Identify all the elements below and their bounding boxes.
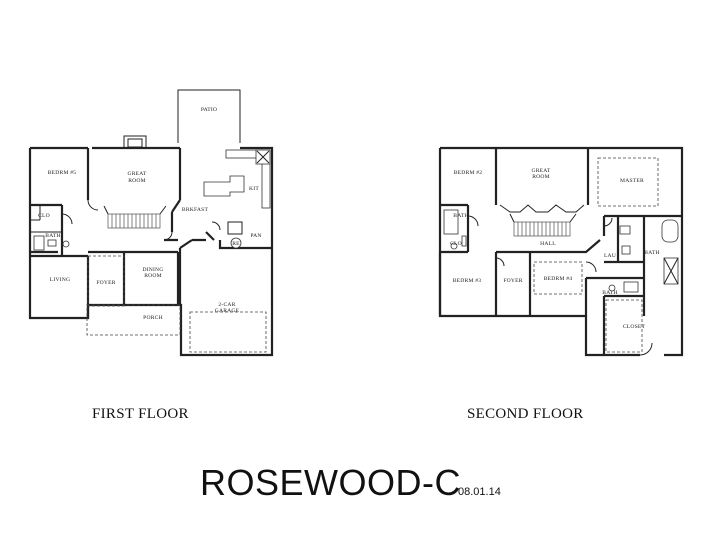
second-floor-stairs xyxy=(509,213,577,237)
stair-treads xyxy=(111,214,157,228)
water-heater xyxy=(230,237,242,249)
dining-room-label-line1: DINING xyxy=(142,267,163,273)
kitchen-counter-side xyxy=(261,157,271,209)
hall-label: HALL xyxy=(540,241,556,247)
laundry-label: LAU xyxy=(604,253,616,259)
second-floor-label: SECOND FLOOR xyxy=(467,406,584,422)
foyer-label: FOYER xyxy=(96,280,115,286)
upper-great-room-label-line1: GREAT xyxy=(531,168,550,174)
stair-run xyxy=(107,213,161,229)
bath-left-toilet xyxy=(450,242,458,250)
garage-label-line1: 2-CAR xyxy=(218,302,235,308)
pantry-label: PAN xyxy=(250,233,261,239)
small-bath-toilet xyxy=(608,284,616,292)
stair-rail xyxy=(103,205,167,215)
garage-door-dashed xyxy=(189,311,267,353)
master-sink xyxy=(619,225,631,235)
plan-date: 08.01.14 xyxy=(458,486,501,498)
stair-treads-upper xyxy=(517,222,567,236)
living-label: LIVING xyxy=(50,277,70,283)
bedroom5-label: BEDRM #5 xyxy=(48,170,77,176)
patio-outline xyxy=(177,89,241,143)
plan-name-title: ROSEWOOD-C xyxy=(200,462,461,503)
great-room-label-line1: GREAT xyxy=(127,171,146,177)
closet-dashed xyxy=(605,299,643,353)
small-bath-label: BATH xyxy=(602,290,617,296)
bath-sink xyxy=(47,239,57,247)
first-floor-plan: PATIO BEDRM #5 GREAT ROOM KIT BRKFAST CL… xyxy=(28,89,274,357)
stair-rail-upper xyxy=(509,213,577,223)
bath-left-label: BATH xyxy=(453,213,468,219)
bedroom2-label: BEDRM #2 xyxy=(454,170,483,176)
first-floor-stairs xyxy=(103,205,167,229)
master-label: MASTER xyxy=(620,178,644,184)
bath-left-tub xyxy=(443,209,459,235)
bath-label: BATH xyxy=(45,233,60,239)
master-tub xyxy=(661,219,679,243)
foyer-dashed xyxy=(87,255,125,307)
bedroom4-label: BEDRM #4 xyxy=(544,276,573,282)
pantry-shelf xyxy=(227,221,243,235)
closet-label: CLO xyxy=(38,213,50,219)
bath-right-label: BATH xyxy=(644,250,659,256)
breakfast-label: BRKFAST xyxy=(182,207,209,213)
bath-walls xyxy=(30,206,62,233)
great-room-bay xyxy=(499,204,585,213)
fireplace xyxy=(123,135,147,149)
master-tray-ceiling xyxy=(597,157,659,207)
upper-closet-label: CLO xyxy=(450,241,462,247)
first-floor-label: FIRST FLOOR xyxy=(92,406,189,422)
second-floor-plan: BEDRM #2 GREAT ROOM MASTER BATH CLO HALL… xyxy=(438,146,684,357)
closet-label-upper: CLOSET xyxy=(623,324,646,330)
kitchen-label: KIT xyxy=(249,186,259,192)
upper-foyer-label: FOYER xyxy=(503,278,522,284)
bath-left-vanity xyxy=(461,235,467,247)
patio-label: PATIO xyxy=(201,107,217,113)
porch-dashed xyxy=(86,304,181,336)
master-vanity xyxy=(621,245,631,255)
ref-label: RE xyxy=(232,241,240,247)
fireplace-insert xyxy=(127,138,143,148)
bedroom3-label: BEDRM #3 xyxy=(453,278,482,284)
garage-label-line2: GARAGE xyxy=(215,308,240,314)
great-room-label-line2: ROOM xyxy=(128,178,146,184)
second-floor-door-swings xyxy=(467,215,653,356)
shower-mark xyxy=(663,257,679,285)
small-bath-tub xyxy=(623,281,639,293)
upper-great-room-label-line2: ROOM xyxy=(532,174,550,180)
bathtub xyxy=(33,235,45,251)
porch-label: PORCH xyxy=(143,315,163,321)
toilet xyxy=(62,240,70,248)
kitchen-island xyxy=(203,175,245,197)
first-floor-door-swings xyxy=(61,199,221,241)
dining-room-label-line2: ROOM xyxy=(144,273,162,279)
sink-mark xyxy=(256,150,270,164)
